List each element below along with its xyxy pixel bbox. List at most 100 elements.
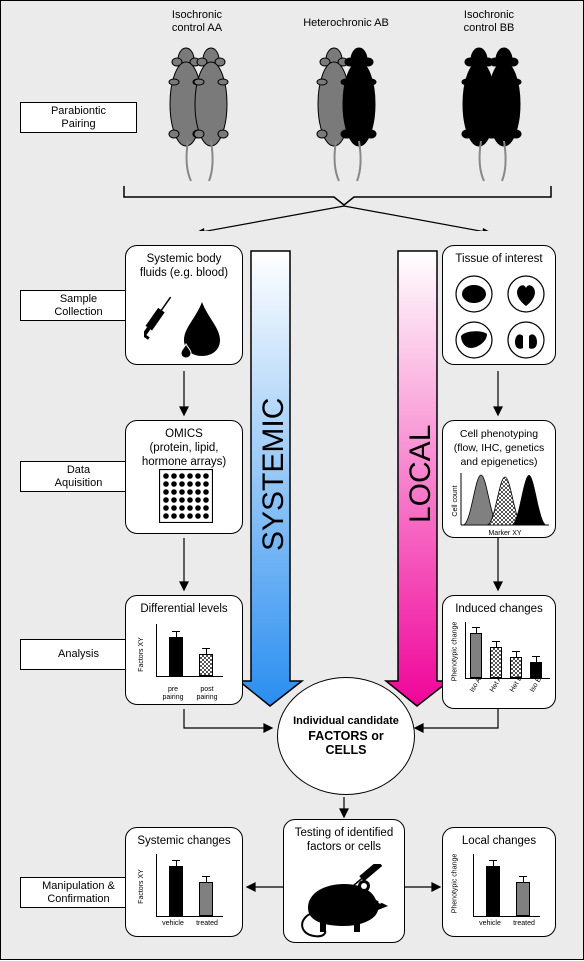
error-bar <box>476 628 477 633</box>
local-sample-title: Tissue of interest <box>443 252 555 266</box>
array-dot <box>203 497 209 503</box>
array-dot <box>171 473 177 479</box>
local-analysis-cat-iso-a: Iso A <box>469 677 483 694</box>
error-cap <box>172 860 180 861</box>
array-dot <box>195 481 201 487</box>
systemic-data-title: OMICS (protein, lipid, hormone arrays) <box>126 427 242 469</box>
systemic-analysis-box: Differential levels Factors XY pre pairi… <box>125 595 243 705</box>
testing-title: Testing of identified factors or cells <box>284 826 404 854</box>
local-changes-x1: vehicle <box>475 920 505 928</box>
systemic-analysis-x2: post pairing <box>190 686 224 702</box>
array-dot <box>163 489 169 495</box>
local-analysis-ylabel: Phenotypic change <box>451 622 458 682</box>
testing-box: Testing of identified factors or cells <box>283 819 405 943</box>
error-cap <box>519 876 527 877</box>
candidate-line3: CELLS <box>326 743 367 757</box>
systemic-changes-ylabel: Factors XY <box>138 869 145 904</box>
error-cap <box>472 627 480 628</box>
array-dot <box>163 497 169 503</box>
systemic-analysis-ylabel: Factors XY <box>138 637 145 672</box>
array-dot <box>179 481 185 487</box>
systemic-sample-box: Systemic body fluids (e.g. blood) <box>125 245 243 365</box>
error-bar <box>536 657 537 662</box>
local-analysis-chart <box>465 622 550 679</box>
error-cap <box>489 860 497 861</box>
array-dot <box>187 497 193 503</box>
systemic-analysis-x1: pre pairing <box>158 686 188 702</box>
error-bar <box>176 861 177 866</box>
array-dot <box>179 513 185 519</box>
array-dot <box>195 473 201 479</box>
bar-treated <box>199 882 213 916</box>
array-dot <box>163 481 169 487</box>
systemic-data-box: OMICS (protein, lipid, hormone arrays) <box>125 420 243 534</box>
array-dot <box>179 473 185 479</box>
error-bar <box>523 877 524 882</box>
local-changes-box: Local changes Phenotypic change vehicle … <box>442 827 556 937</box>
array-dot <box>195 489 201 495</box>
syringe-blood-icon <box>144 288 224 360</box>
organs-icons <box>449 272 551 362</box>
systemic-changes-chart <box>156 854 223 917</box>
bar-pre-pairing <box>169 637 183 676</box>
array-dot <box>171 505 177 511</box>
omics-array-icon <box>159 469 213 523</box>
array-dot <box>163 473 169 479</box>
error-cap <box>512 651 520 652</box>
systemic-analysis-title: Differential levels <box>126 602 242 616</box>
histogram-ylabel: Cell count <box>452 485 459 516</box>
histogram-icon: Marker XY Cell count <box>449 471 553 537</box>
systemic-changes-title: Systemic changes <box>126 834 242 848</box>
bar-iso-a <box>470 633 482 678</box>
error-cap <box>202 648 210 649</box>
array-dot <box>203 513 209 519</box>
bar-vehicle <box>169 866 183 916</box>
candidate-line1: Individual candidate <box>293 715 399 727</box>
array-dot <box>203 473 209 479</box>
local-changes-chart <box>473 854 540 917</box>
array-dot <box>163 505 169 511</box>
mouse-injection-icon <box>298 864 398 940</box>
error-bar <box>176 632 177 637</box>
array-dot <box>203 489 209 495</box>
array-dot <box>187 481 193 487</box>
brain-icon <box>462 285 486 303</box>
bar-vehicle <box>486 866 500 916</box>
array-dot <box>195 497 201 503</box>
local-data-box: Cell phenotyping (flow, IHC, genetics an… <box>442 420 556 538</box>
bar-post-pairing <box>199 654 213 676</box>
local-analysis-title: Induced changes <box>443 602 555 616</box>
systemic-changes-box: Systemic changes Factors XY vehicle trea… <box>125 827 243 937</box>
bar-treated <box>516 882 530 916</box>
histogram-xlabel: Marker XY <box>488 530 521 537</box>
array-dot <box>203 505 209 511</box>
bar-het-a <box>490 647 502 678</box>
local-changes-ylabel: Phenotypic change <box>451 854 458 914</box>
candidate-line2: FACTORS or <box>308 729 383 743</box>
array-dot <box>171 489 177 495</box>
local-changes-x2: treated <box>507 920 541 928</box>
array-dot <box>171 481 177 487</box>
systemic-arrow-label: SYSTEMIC <box>257 398 290 551</box>
local-changes-title: Local changes <box>443 834 555 848</box>
error-cap <box>532 656 540 657</box>
array-dot <box>187 505 193 511</box>
systemic-changes-x1: vehicle <box>158 920 188 928</box>
error-bar <box>206 877 207 882</box>
array-dot <box>171 513 177 519</box>
array-dot <box>203 481 209 487</box>
array-dot <box>187 489 193 495</box>
systemic-changes-x2: treated <box>190 920 224 928</box>
error-cap <box>172 631 180 632</box>
error-cap <box>492 641 500 642</box>
array-dot <box>179 489 185 495</box>
array-dot <box>187 473 193 479</box>
error-bar <box>516 652 517 657</box>
systemic-sample-title: Systemic body fluids (e.g. blood) <box>126 252 242 280</box>
error-bar <box>493 861 494 866</box>
error-bar <box>206 649 207 654</box>
local-data-title: Cell phenotyping (flow, IHC, genetics an… <box>443 427 555 469</box>
systemic-analysis-chart <box>156 624 223 677</box>
